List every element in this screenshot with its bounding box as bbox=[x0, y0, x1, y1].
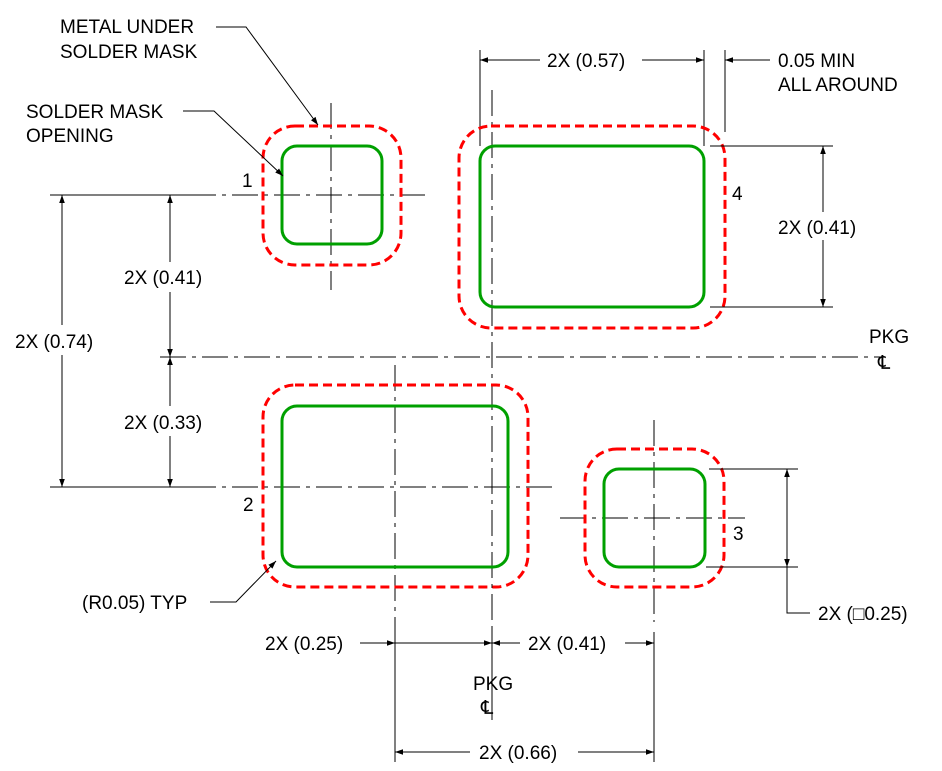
pkg-label-right: PKG bbox=[869, 327, 909, 348]
pad3-solder-mask bbox=[583, 447, 726, 589]
callout-metal-under-mask-line1: METAL UNDER bbox=[60, 17, 194, 38]
dim-left-total: 2X (0.74) bbox=[15, 332, 93, 353]
pad2-solder-mask bbox=[261, 383, 530, 589]
callout-metal-under-mask-line2: SOLDER MASK bbox=[60, 42, 198, 63]
pad-number-1: 1 bbox=[242, 171, 253, 192]
callout-mask-opening-line1: SOLDER MASK bbox=[26, 102, 164, 123]
dim-small-pad: 2X (□0.25) bbox=[818, 604, 908, 625]
pad-number-2: 2 bbox=[243, 495, 254, 516]
pad-number-3: 3 bbox=[733, 524, 744, 545]
pad4-solder-mask bbox=[457, 124, 727, 330]
pad2 bbox=[280, 404, 510, 569]
dim-bottom-total: 2X (0.66) bbox=[479, 743, 557, 764]
dim-bottom-right: 2X (0.41) bbox=[528, 634, 606, 655]
centerline-symbol-icon: ℄ bbox=[877, 353, 891, 374]
pad3 bbox=[602, 467, 707, 569]
pkg-label-bottom: PKG bbox=[473, 674, 513, 695]
dim-left-lower: 2X (0.33) bbox=[124, 413, 202, 434]
pad1-solder-mask bbox=[261, 124, 403, 267]
callout-mask-opening-line2: OPENING bbox=[26, 126, 114, 147]
dim-right-height: 2X (0.41) bbox=[778, 218, 856, 239]
leader-metal-under-mask bbox=[216, 26, 319, 126]
callout-radius: (R0.05) TYP bbox=[82, 593, 187, 614]
callout-min-clearance-line2: ALL AROUND bbox=[778, 75, 898, 96]
leader-small-pad bbox=[786, 567, 810, 614]
pad1 bbox=[280, 144, 384, 246]
dim-bottom-left: 2X (0.25) bbox=[265, 634, 343, 655]
pad4 bbox=[478, 144, 706, 309]
pad-number-4: 4 bbox=[732, 184, 743, 205]
leader-radius bbox=[210, 560, 277, 603]
centerline-symbol-icon: ℄ bbox=[480, 698, 494, 719]
leader-mask-opening bbox=[183, 110, 284, 177]
dim-top-width: 2X (0.57) bbox=[547, 51, 625, 72]
centerlines bbox=[50, 50, 880, 762]
callout-min-clearance-line1: 0.05 MIN bbox=[778, 51, 855, 72]
dim-left-upper: 2X (0.41) bbox=[124, 268, 202, 289]
